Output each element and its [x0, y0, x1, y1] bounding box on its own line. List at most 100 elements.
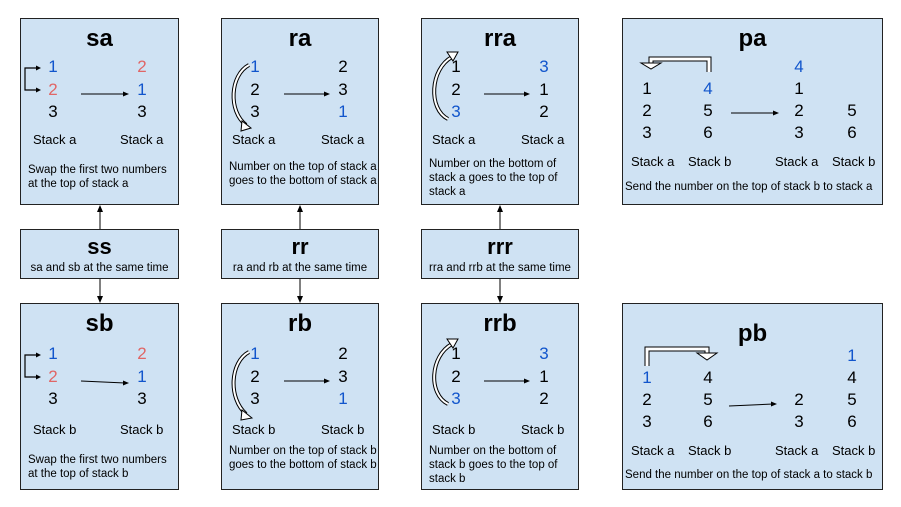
- sb-after-2: 1: [137, 367, 147, 386]
- rb-before-2: 2: [250, 367, 260, 386]
- ra-description: Number on the top of stack a goes to the…: [229, 161, 377, 187]
- pb-label-b-after: Stack b: [832, 443, 876, 458]
- rb-after-1: 2: [338, 344, 348, 363]
- pb-transform-arrow: [728, 403, 774, 407]
- pa-before-a-3: 3: [642, 123, 652, 142]
- sa-box: sa 1 2 3 2 1 3 Stack a Stack a Swap the …: [20, 18, 179, 205]
- rrb-after-2: 1: [539, 367, 549, 386]
- pa-push-arrow: [648, 56, 712, 72]
- pa-after-a-2: 1: [794, 79, 804, 98]
- pa-box: pa 1 2 3 4 5 6 4 1 2 3 5 6 Stack a Stack…: [622, 18, 883, 205]
- pa-after-b-2: 6: [847, 123, 857, 142]
- rrr-box: rrr rra and rrb at the same time: [421, 229, 579, 279]
- ss-box: ss sa and sb at the same time: [20, 229, 179, 279]
- sb-box: sb 1 2 3 2 1 3 Stack b Stack b Swap the …: [20, 303, 179, 490]
- sb-label-before: Stack b: [33, 422, 77, 437]
- pa-before-b-2: 5: [703, 101, 713, 120]
- rrb-title: rrb: [483, 310, 517, 337]
- ra-box: ra 1 2 3 2 3 1 Stack a Stack a Number on…: [221, 18, 379, 205]
- sa-before-1: 1: [48, 57, 58, 76]
- rra-before-3: 3: [451, 102, 461, 121]
- rrb-before-2: 2: [451, 367, 461, 386]
- sa-title: sa: [86, 25, 113, 52]
- pa-label-a-before: Stack a: [631, 154, 675, 169]
- rra-after-2: 1: [539, 80, 549, 99]
- ra-after-2: 3: [338, 80, 348, 99]
- rr-description: ra and rb at the same time: [232, 262, 368, 274]
- pb-box: pb 1 2 3 4 5 6 2 3 1 4 5 6 Stack a Stack…: [622, 303, 883, 490]
- rra-before-1: 1: [451, 57, 461, 76]
- pa-before-a-1: 1: [642, 79, 652, 98]
- pb-before-a-3: 3: [642, 412, 652, 431]
- pb-push-arrow: [644, 346, 710, 366]
- rrr-title: rrr: [487, 234, 513, 259]
- pa-after-a-1: 4: [794, 57, 804, 76]
- rrb-label-after: Stack b: [521, 422, 565, 437]
- rra-description: Number on the bottom of stack a goes to …: [429, 158, 558, 198]
- sb-after-1: 2: [137, 344, 147, 363]
- pb-after-b-4: 6: [847, 412, 857, 431]
- pb-before-b-2: 5: [703, 390, 713, 409]
- pb-after-b-3: 5: [847, 390, 857, 409]
- rb-after-2: 3: [338, 367, 348, 386]
- sb-before-1: 1: [48, 344, 58, 363]
- rb-description: Number on the top of stack b goes to the…: [229, 445, 377, 471]
- pa-after-b-1: 5: [847, 101, 857, 120]
- pb-after-a-1: 2: [794, 390, 804, 409]
- ra-label-before: Stack a: [232, 132, 276, 147]
- sa-description: Swap the first two numbers at the top of…: [28, 164, 167, 190]
- rb-after-3: 1: [338, 389, 348, 408]
- pb-after-a-2: 3: [794, 412, 804, 431]
- pb-before-b-3: 6: [703, 412, 713, 431]
- rra-after-3: 2: [539, 102, 549, 121]
- rrb-after-1: 3: [539, 344, 549, 363]
- sb-before-3: 3: [48, 389, 58, 408]
- rrb-before-3: 3: [451, 389, 461, 408]
- ss-description: sa and sb at the same time: [30, 262, 169, 274]
- ra-label-after: Stack a: [321, 132, 365, 147]
- ra-after-1: 2: [338, 57, 348, 76]
- pa-after-a-3: 2: [794, 101, 804, 120]
- ra-before-3: 3: [250, 102, 260, 121]
- sb-transform-arrow: [80, 380, 126, 384]
- pb-before-a-1: 1: [642, 368, 652, 387]
- pb-before-a-2: 2: [642, 390, 652, 409]
- rb-box: rb 1 2 3 2 3 1 Stack b Stack b Number on…: [221, 303, 379, 490]
- pb-label-b-before: Stack b: [688, 443, 732, 458]
- rrb-box: rrb 1 2 3 3 1 2 Stack b Stack b Number o…: [421, 303, 579, 490]
- rb-before-1: 1: [250, 344, 260, 363]
- rrb-label-before: Stack b: [432, 422, 476, 437]
- sb-swap-arrow: [24, 354, 39, 378]
- rb-before-3: 3: [250, 389, 260, 408]
- sb-label-after: Stack b: [120, 422, 164, 437]
- pb-before-b-1: 4: [703, 368, 713, 387]
- pa-label-a-after: Stack a: [775, 154, 819, 169]
- pa-before-a-2: 2: [642, 101, 652, 120]
- rr-title: rr: [291, 234, 309, 259]
- pb-after-b-2: 4: [847, 368, 857, 387]
- pa-label-b-before: Stack b: [688, 154, 732, 169]
- pb-after-b-1: 1: [847, 346, 857, 365]
- sa-after-2: 1: [137, 80, 147, 99]
- pa-after-a-4: 3: [794, 123, 804, 142]
- sa-before-3: 3: [48, 102, 58, 121]
- pa-before-b-1: 4: [703, 79, 713, 98]
- ss-title: ss: [87, 234, 112, 259]
- rrb-after-3: 2: [539, 389, 549, 408]
- sb-description: Swap the first two numbers at the top of…: [28, 454, 167, 480]
- sa-before-2: 2: [48, 80, 58, 99]
- sa-after-3: 3: [137, 102, 147, 121]
- rb-title: rb: [288, 310, 312, 337]
- pa-description: Send the number on the top of stack b to…: [625, 181, 873, 193]
- rrb-before-1: 1: [451, 344, 461, 363]
- sa-label-after: Stack a: [120, 132, 164, 147]
- pa-before-b-3: 6: [703, 123, 713, 142]
- rrr-description: rra and rrb at the same time: [429, 262, 571, 274]
- pb-title: pb: [737, 320, 768, 347]
- sa-after-1: 2: [137, 57, 147, 76]
- rr-box: rr ra and rb at the same time: [221, 229, 379, 279]
- pb-label-a-before: Stack a: [631, 443, 675, 458]
- rra-title: rra: [483, 25, 517, 52]
- rra-after-1: 3: [539, 57, 549, 76]
- sb-title: sb: [85, 310, 114, 337]
